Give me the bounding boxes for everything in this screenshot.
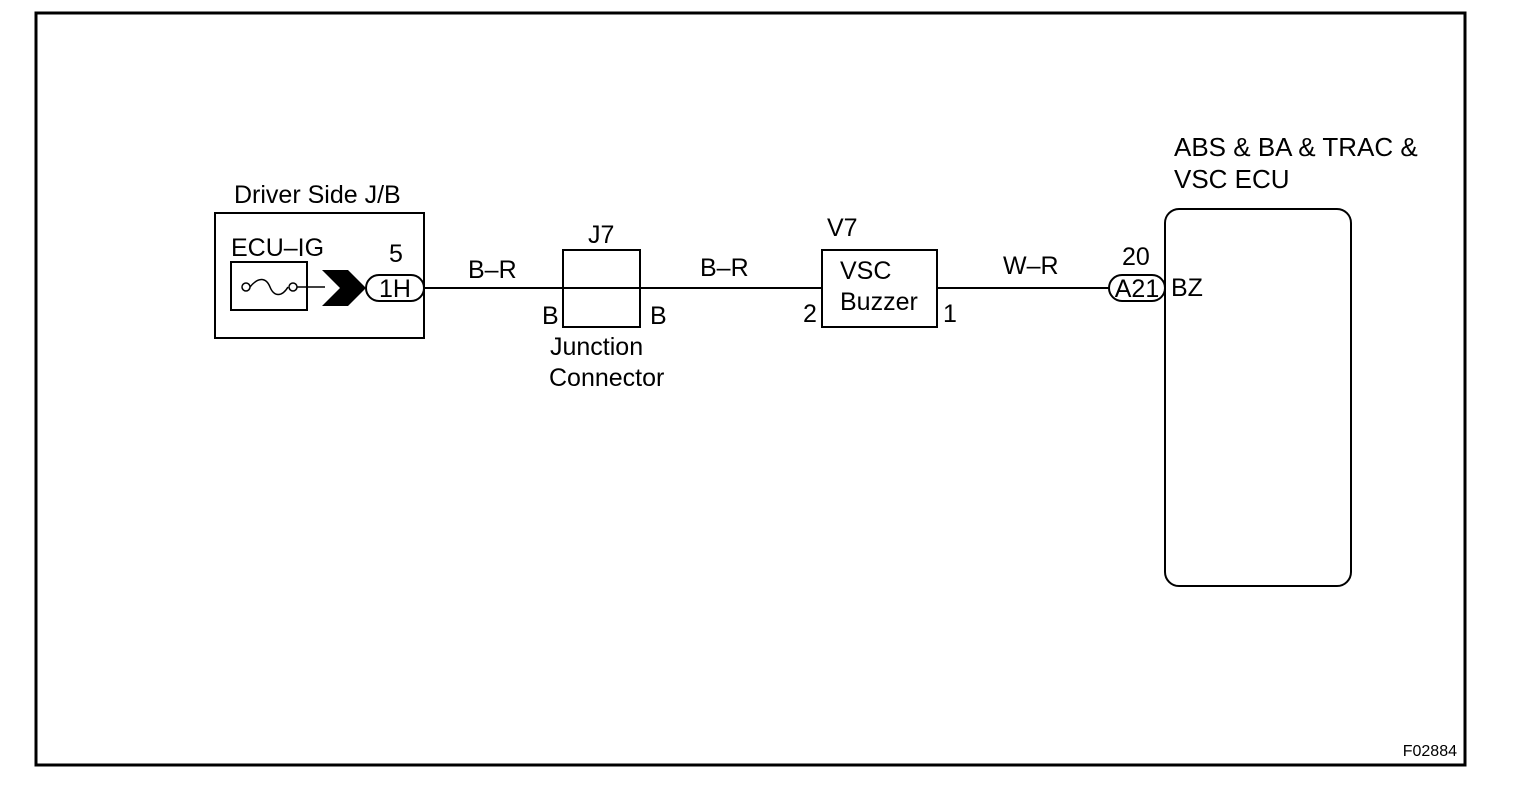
- buzzer-pin-in: 2: [803, 300, 817, 328]
- ecu-connector-code: A21: [1115, 275, 1159, 303]
- ecu-box: [1164, 208, 1352, 587]
- connector-chevron-icon: [322, 270, 366, 306]
- diagram-frame: [34, 11, 1467, 767]
- buzzer-label-line2: Buzzer: [840, 288, 918, 316]
- ecu-title-line1: ABS & BA & TRAC &: [1174, 132, 1418, 162]
- ecu-terminal: BZ: [1171, 274, 1203, 302]
- junction-pin-right: B: [650, 302, 667, 330]
- wire-3-color: W–R: [1003, 252, 1059, 280]
- figure-code: F02884: [1403, 743, 1457, 760]
- jb-connector-code: 1H: [379, 275, 411, 303]
- junction-name-line1: Junction: [550, 333, 643, 361]
- wire-2-color: B–R: [700, 254, 749, 282]
- fuse-icon: [241, 278, 325, 296]
- ecu-connector-oval: [1108, 274, 1166, 302]
- buzzer-id: V7: [827, 214, 858, 242]
- junction-pin-left: B: [542, 302, 559, 330]
- buzzer-label-line1: VSC: [840, 257, 891, 285]
- jb-pin-number: 5: [389, 240, 403, 268]
- junction-block-box: [214, 212, 425, 339]
- buzzer-pin-out: 1: [943, 300, 957, 328]
- junction-id: J7: [588, 221, 614, 249]
- fuse-label: ECU–IG: [231, 234, 324, 262]
- ecu-pin-number: 20: [1122, 243, 1150, 271]
- ecu-title-line2: VSC ECU: [1174, 164, 1290, 194]
- junction-name-line2: Connector: [549, 364, 664, 392]
- jb-title: Driver Side J/B: [234, 181, 401, 209]
- fuse-box: [230, 261, 308, 311]
- wire-1-color: B–R: [468, 256, 517, 284]
